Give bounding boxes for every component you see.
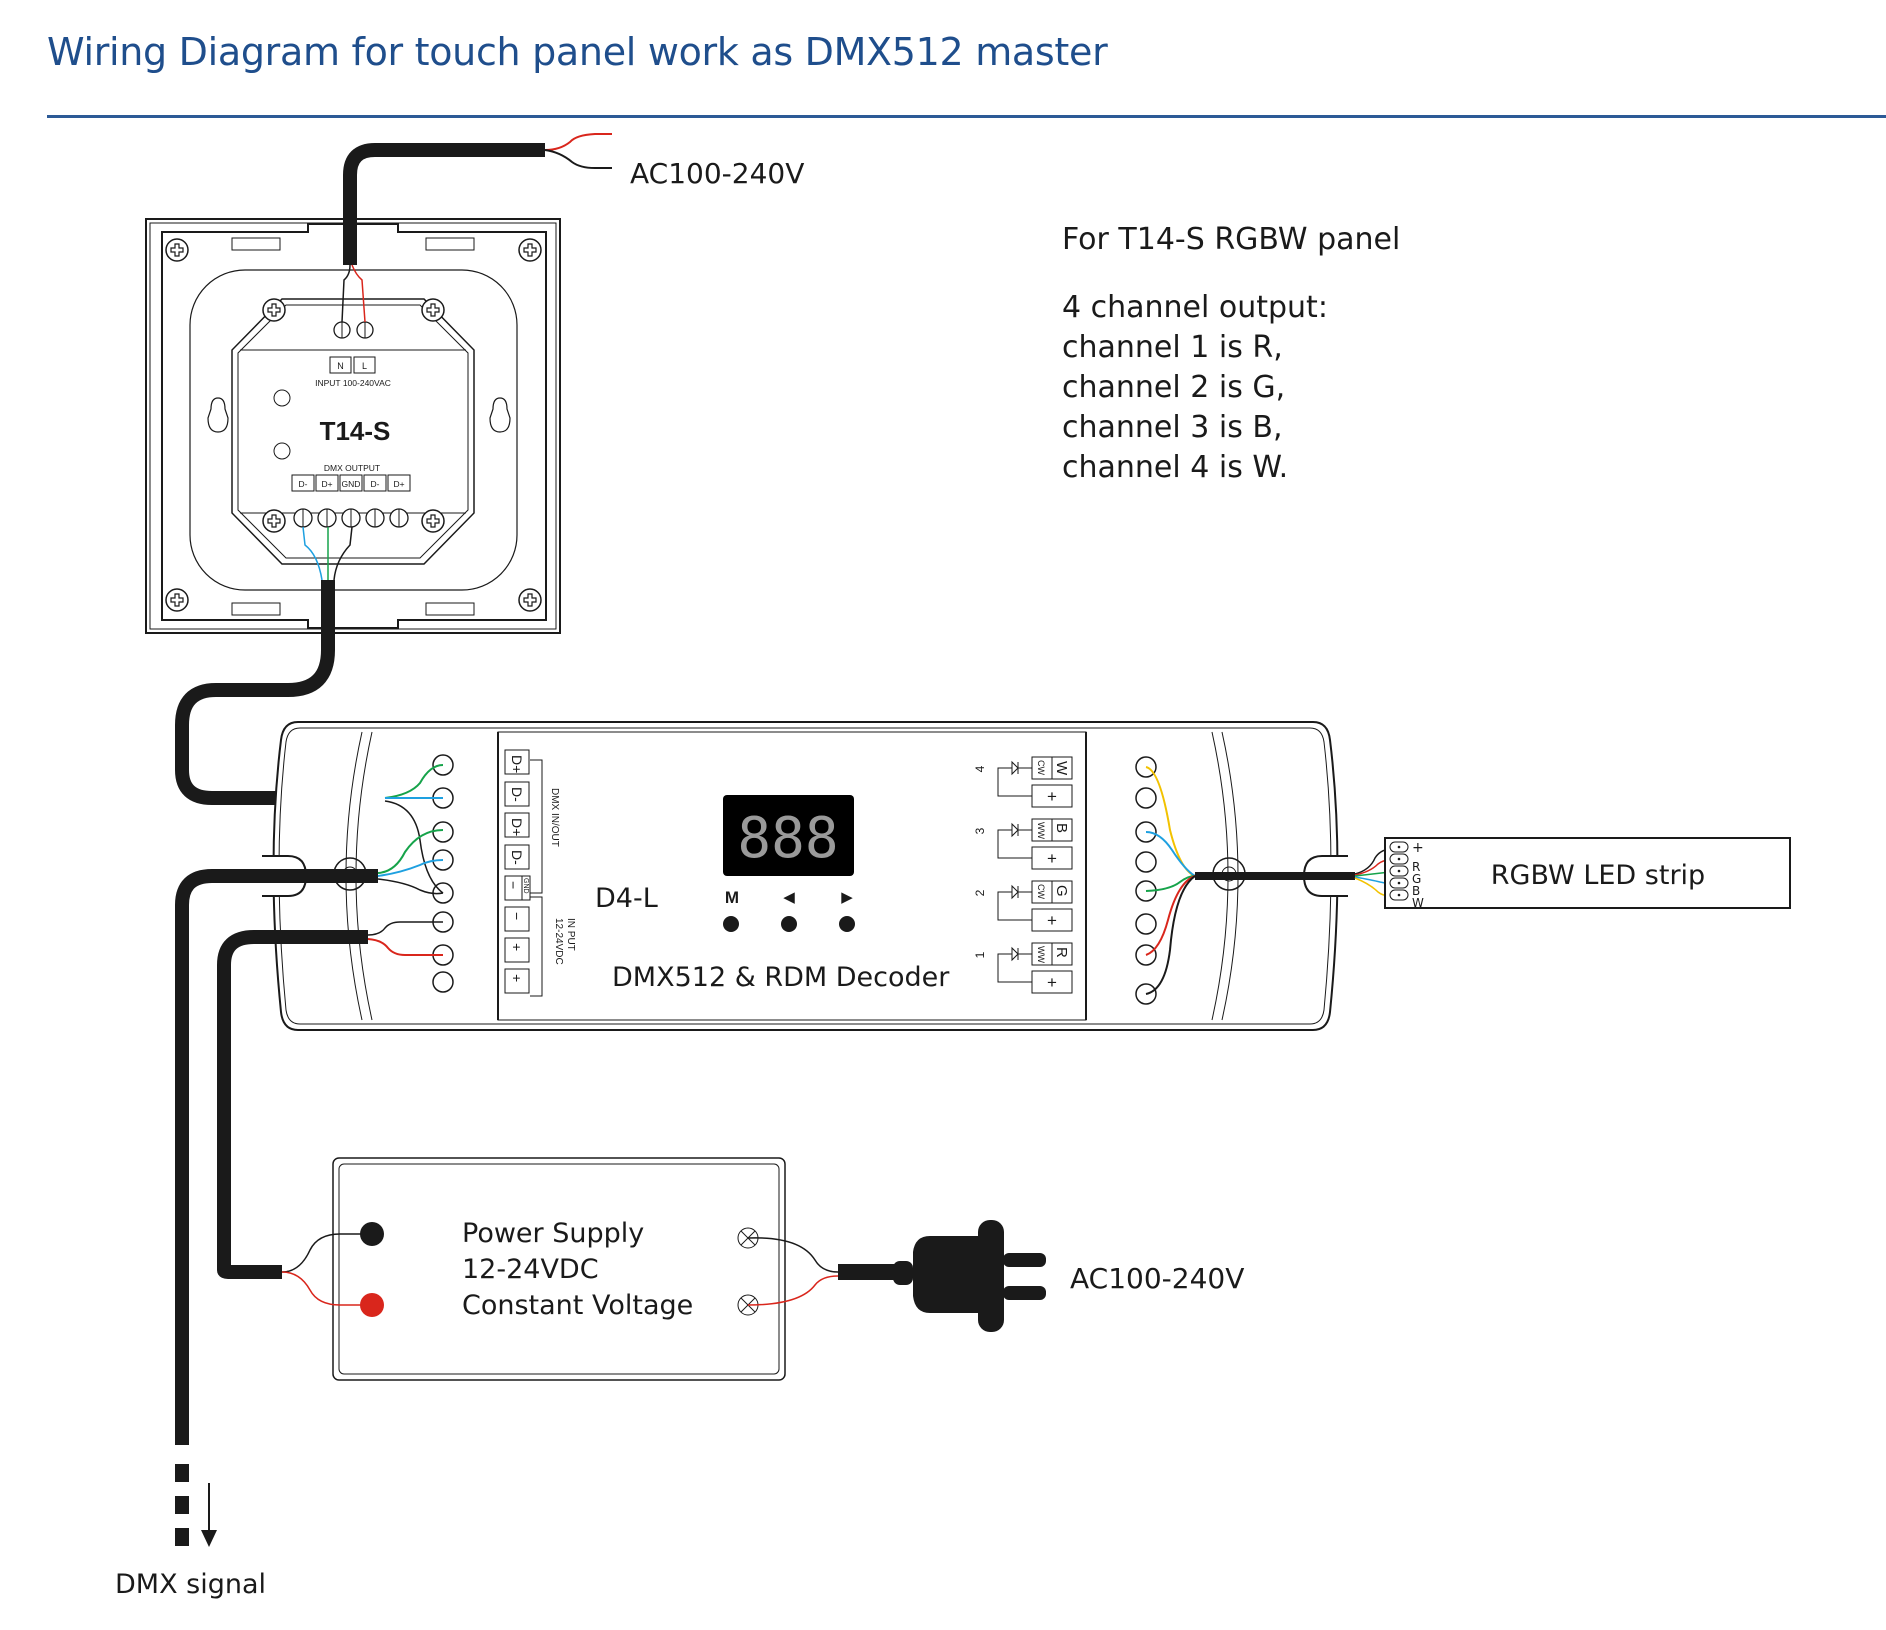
dmx-group-label: DMX IN/OUT <box>549 788 560 847</box>
panel-screws <box>165 238 542 612</box>
channel-number: 3 <box>973 827 987 834</box>
decoder-terminal-label: + <box>509 943 525 951</box>
dmx-signal-output <box>175 1420 217 1547</box>
terminal-hole <box>1135 851 1157 873</box>
terminal-hole <box>1135 913 1157 935</box>
notes-line-5: channel 4 is W. <box>1062 450 1289 485</box>
button-m[interactable] <box>723 916 739 932</box>
strip-pin-label: + <box>1412 840 1424 856</box>
ac-input-label-top: AC100-240V <box>630 157 804 190</box>
screw-icon <box>262 298 286 322</box>
terminal-hole <box>1135 787 1157 809</box>
led-symbol-icon <box>997 884 1032 921</box>
button-left[interactable] <box>781 916 797 932</box>
terminal-hole <box>432 971 454 993</box>
screw-icon <box>421 298 445 322</box>
decoder-terminal-label: D+ <box>509 818 525 836</box>
panel-model: T14-S <box>320 416 391 446</box>
button-m-label: M <box>725 888 739 907</box>
channel-color-label: G <box>1053 885 1070 897</box>
led-strip-label: RGBW LED strip <box>1491 860 1705 891</box>
led-symbol-icon <box>997 946 1032 983</box>
screw-icon <box>262 509 286 533</box>
ac-input-label-plug: AC100-240V <box>1070 1262 1244 1295</box>
decoder-terminal-label: − <box>506 881 522 889</box>
led-type-label: CW <box>1036 884 1046 899</box>
screw-icon <box>421 509 445 533</box>
decoder-terminal-label: − <box>509 912 525 920</box>
ac-input-cable-top <box>343 133 612 265</box>
led-strip-pins: + RGBW <box>1389 840 1424 910</box>
strip-pin-label: G <box>1412 872 1421 886</box>
decoder-input-wires <box>175 764 444 1440</box>
panel-output-terminal-label: D- <box>371 479 380 489</box>
input-group-label-2: 12-24VDC <box>553 918 564 965</box>
gnd-label: GND <box>522 878 529 894</box>
button-left-label: ◀ <box>783 889 795 906</box>
strip-pin-label: W <box>1412 896 1424 910</box>
decoder-name: DMX512 & RDM Decoder <box>612 962 950 993</box>
plus-label: + <box>1047 849 1057 868</box>
led-symbol-icon <box>997 760 1032 797</box>
ps-line2: 12-24VDC <box>462 1254 599 1285</box>
panel-input-terminals: N L INPUT 100-240VAC <box>315 264 391 388</box>
screw-icon <box>165 588 189 612</box>
decoder-output-wires <box>1145 766 1391 995</box>
screw-icon <box>518 588 542 612</box>
input-group-label-1: IN PUT <box>565 918 576 951</box>
power-supply <box>217 1157 839 1381</box>
title-divider <box>47 115 1886 118</box>
channel-number: 1 <box>973 951 987 958</box>
decoder-terminal-label: D- <box>509 850 525 865</box>
panel-output-terminal-label: D+ <box>321 479 332 489</box>
dmx-signal-label: DMX signal <box>115 1569 266 1600</box>
panel-output-terminal-label: D+ <box>393 479 404 489</box>
button-right-label: ▶ <box>841 889 853 906</box>
terminal-n: N <box>337 361 344 371</box>
panel-output-terminal-label: GND <box>342 479 361 489</box>
decoder-model: D4-L <box>595 883 658 914</box>
ps-line1: Power Supply <box>462 1218 644 1249</box>
led-symbol-icon <box>997 822 1032 859</box>
plus-label: + <box>1047 787 1057 806</box>
panel-input-label: INPUT 100-240VAC <box>315 378 391 388</box>
panel-output-terminals: D- D+ GND D- D+ <box>291 474 411 528</box>
plus-label: + <box>1047 911 1057 930</box>
notes-line-3: channel 2 is G, <box>1062 370 1286 405</box>
power-plug-icon <box>838 1220 1046 1332</box>
channel-color-label: W <box>1053 761 1070 776</box>
led-type-label: WW <box>1036 946 1046 963</box>
notes-line-1: 4 channel output: <box>1062 290 1328 325</box>
decoder-terminal-label: + <box>509 974 525 982</box>
button-right[interactable] <box>839 916 855 932</box>
screw-icon <box>518 238 542 262</box>
channel-number: 4 <box>973 765 987 772</box>
terminal-l: L <box>362 361 367 371</box>
led-type-label: CW <box>1036 760 1046 775</box>
decoder-input-terminal-labels: D+ D- D+ D- − − + + GND <box>504 749 531 994</box>
terminal-hole <box>432 821 454 843</box>
decoder-display: 888 <box>723 795 854 876</box>
notes-line-2: channel 1 is R, <box>1062 330 1283 365</box>
display-digits: 888 <box>737 806 838 871</box>
channel-color-label: R <box>1053 947 1070 958</box>
panel-output-label: DMX OUTPUT <box>324 463 380 473</box>
panel-dmx-cable <box>175 526 385 805</box>
channel-number: 2 <box>973 889 987 896</box>
ps-line3: Constant Voltage <box>462 1290 693 1321</box>
screw-icon <box>165 238 189 262</box>
decoder-terminal-label: D+ <box>509 755 525 773</box>
plus-label: + <box>1047 973 1057 992</box>
led-strip <box>1384 837 1791 909</box>
panel-output-terminal-label: D- <box>299 479 308 489</box>
notes-line-4: channel 3 is B, <box>1062 410 1283 445</box>
decoder-terminal-label: D- <box>509 787 525 802</box>
notes-heading: For T14-S RGBW panel <box>1062 222 1401 257</box>
channel-color-label: B <box>1053 823 1070 833</box>
diagram-title: Wiring Diagram for touch panel work as D… <box>47 30 1108 74</box>
led-type-label: WW <box>1036 822 1046 839</box>
strip-pin-label: B <box>1412 884 1420 898</box>
strip-pin-label: R <box>1412 860 1420 874</box>
